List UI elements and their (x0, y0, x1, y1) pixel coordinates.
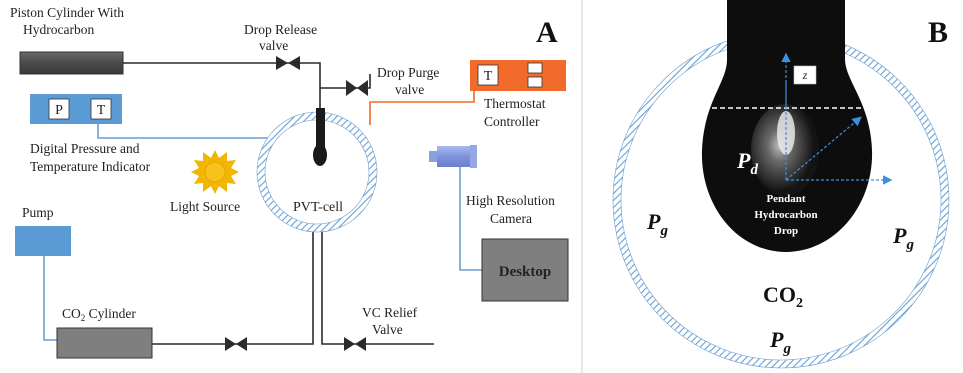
co2-cylinder (56, 327, 153, 359)
vc-relief-label-1: VC Relief (362, 305, 418, 320)
drop-label-2: Hydrocarbon (754, 209, 817, 221)
thermostat-controller (470, 60, 566, 91)
pump-box (15, 226, 71, 256)
pg-label-left: Pg (646, 209, 668, 239)
drop-label-3: Drop (774, 225, 798, 237)
indicator-t-key: T (97, 103, 106, 118)
co2-label: CO2 (763, 282, 803, 311)
drop-purge-valve-label-2: valve (395, 82, 424, 97)
co2-cylinder-label: CO2 Cylinder (62, 306, 136, 323)
pvt-cell (256, 108, 378, 233)
measurement-overlay (712, 52, 893, 185)
camera-label-2: Camera (490, 211, 532, 226)
indicator-label-2: Temperature Indicator (30, 159, 151, 174)
drop-label-1: Pendant (766, 193, 805, 205)
camera-icon (429, 145, 477, 168)
piston-cylinder-label-1: Piston Cylinder With (10, 5, 124, 20)
sun-icon (191, 150, 239, 194)
pd-label: Pd (736, 148, 758, 178)
thermostat-label-1: Thermostat (484, 96, 546, 111)
drop-release-valve-label-1: Drop Release (244, 22, 317, 37)
pressure-temperature-indicator (30, 94, 122, 124)
pipes (43, 62, 482, 345)
piston-cylinder-label-2: Hydrocarbon (23, 22, 94, 37)
indicator-label-1: Digital Pressure and (30, 141, 140, 156)
pg-label-bottom: Pg (769, 327, 791, 357)
vc-relief-label-2: Valve (372, 322, 403, 337)
indicator-p-key: P (55, 103, 63, 118)
z-label: z (802, 68, 808, 82)
piston-cylinder (19, 51, 124, 75)
light-source-label: Light Source (170, 199, 240, 214)
drop-purge-valve[interactable] (346, 80, 368, 96)
panel-b-label: B (928, 16, 948, 49)
drop-release-valve-label-2: valve (259, 38, 288, 53)
panel-a-label: A (536, 16, 558, 49)
pump-label: Pump (22, 205, 54, 220)
drop-purge-valve-label-1: Drop Purge (377, 65, 439, 80)
camera-label-1: High Resolution (466, 193, 555, 208)
vc-relief-valve[interactable] (344, 337, 366, 351)
drop-release-valve[interactable] (276, 56, 300, 70)
pg-label-right: Pg (892, 223, 914, 253)
co2-valve[interactable] (225, 337, 247, 351)
pendant-drop (701, 0, 873, 252)
desktop-box (481, 238, 569, 302)
desktop-label: Desktop (499, 264, 552, 280)
pvt-cell-label: PVT-cell (293, 200, 343, 215)
thermostat-label-2: Controller (484, 114, 540, 129)
thermostat-key: T (484, 69, 493, 84)
